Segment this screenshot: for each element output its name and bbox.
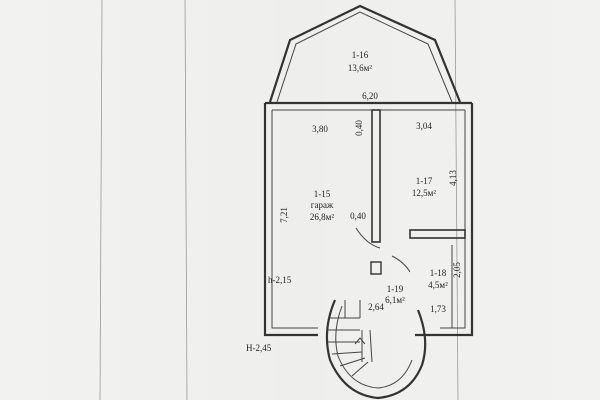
room-1-18-area: 4,5м² [428, 280, 448, 290]
stair-outer-arc [325, 299, 427, 400]
right-outer-wall-inner [440, 110, 466, 329]
room-1-15-code: 1-15 [314, 189, 331, 199]
stair-inner-arc [335, 305, 413, 389]
dim-3-80: 3,80 [312, 124, 328, 134]
right-outer-wall [415, 103, 474, 337]
partition-wall [371, 109, 381, 243]
dim-0-40-top: 0,40 [354, 120, 364, 136]
stair-arrow [354, 337, 366, 345]
room-1-17-area: 12,5м² [412, 188, 436, 198]
dim-0-40-mid: 0,40 [350, 211, 366, 221]
stair-tread [339, 357, 366, 367]
room-1-19-code: 1-19 [387, 284, 404, 294]
room-1-16-inner-outline [276, 11, 453, 103]
room-1-16-area: 13,6м² [348, 63, 372, 73]
dim-4-13: 4,13 [448, 170, 458, 186]
dim-3-04: 3,04 [416, 121, 432, 131]
dim-7-21: 7,21 [279, 207, 289, 223]
dim-6-20: 6,20 [362, 91, 378, 101]
room-1-16-code: 1-16 [352, 50, 369, 60]
room-1-15-name: гараж [311, 200, 334, 210]
stair-landing [344, 300, 361, 318]
dim-2-05: 2,05 [452, 262, 462, 278]
door-swing [391, 255, 411, 273]
dim-2-64: 2,64 [368, 302, 384, 312]
stair-tread [369, 329, 373, 363]
scan-line [454, 0, 459, 400]
room-1-15-area: 26,8м² [310, 212, 334, 222]
height-outer: H-2,45 [246, 343, 272, 353]
room-1-18-wall [409, 229, 466, 239]
column-element [370, 261, 382, 275]
scan-line [184, 0, 188, 400]
stair-tread [351, 361, 369, 377]
stair-tread [331, 351, 363, 355]
garage-left-wall [263, 103, 318, 337]
room-1-16-outline [268, 4, 462, 103]
dim-1-73: 1,73 [430, 304, 446, 314]
room-1-18-code: 1-18 [430, 268, 447, 278]
room-1-19-area: 6,1м² [385, 295, 405, 305]
door-swing [355, 227, 381, 249]
garage-left-wall-inner [271, 110, 318, 329]
height-inner: h-2,15 [268, 275, 292, 285]
room-1-17-code: 1-17 [416, 176, 433, 186]
scan-line [99, 0, 103, 400]
